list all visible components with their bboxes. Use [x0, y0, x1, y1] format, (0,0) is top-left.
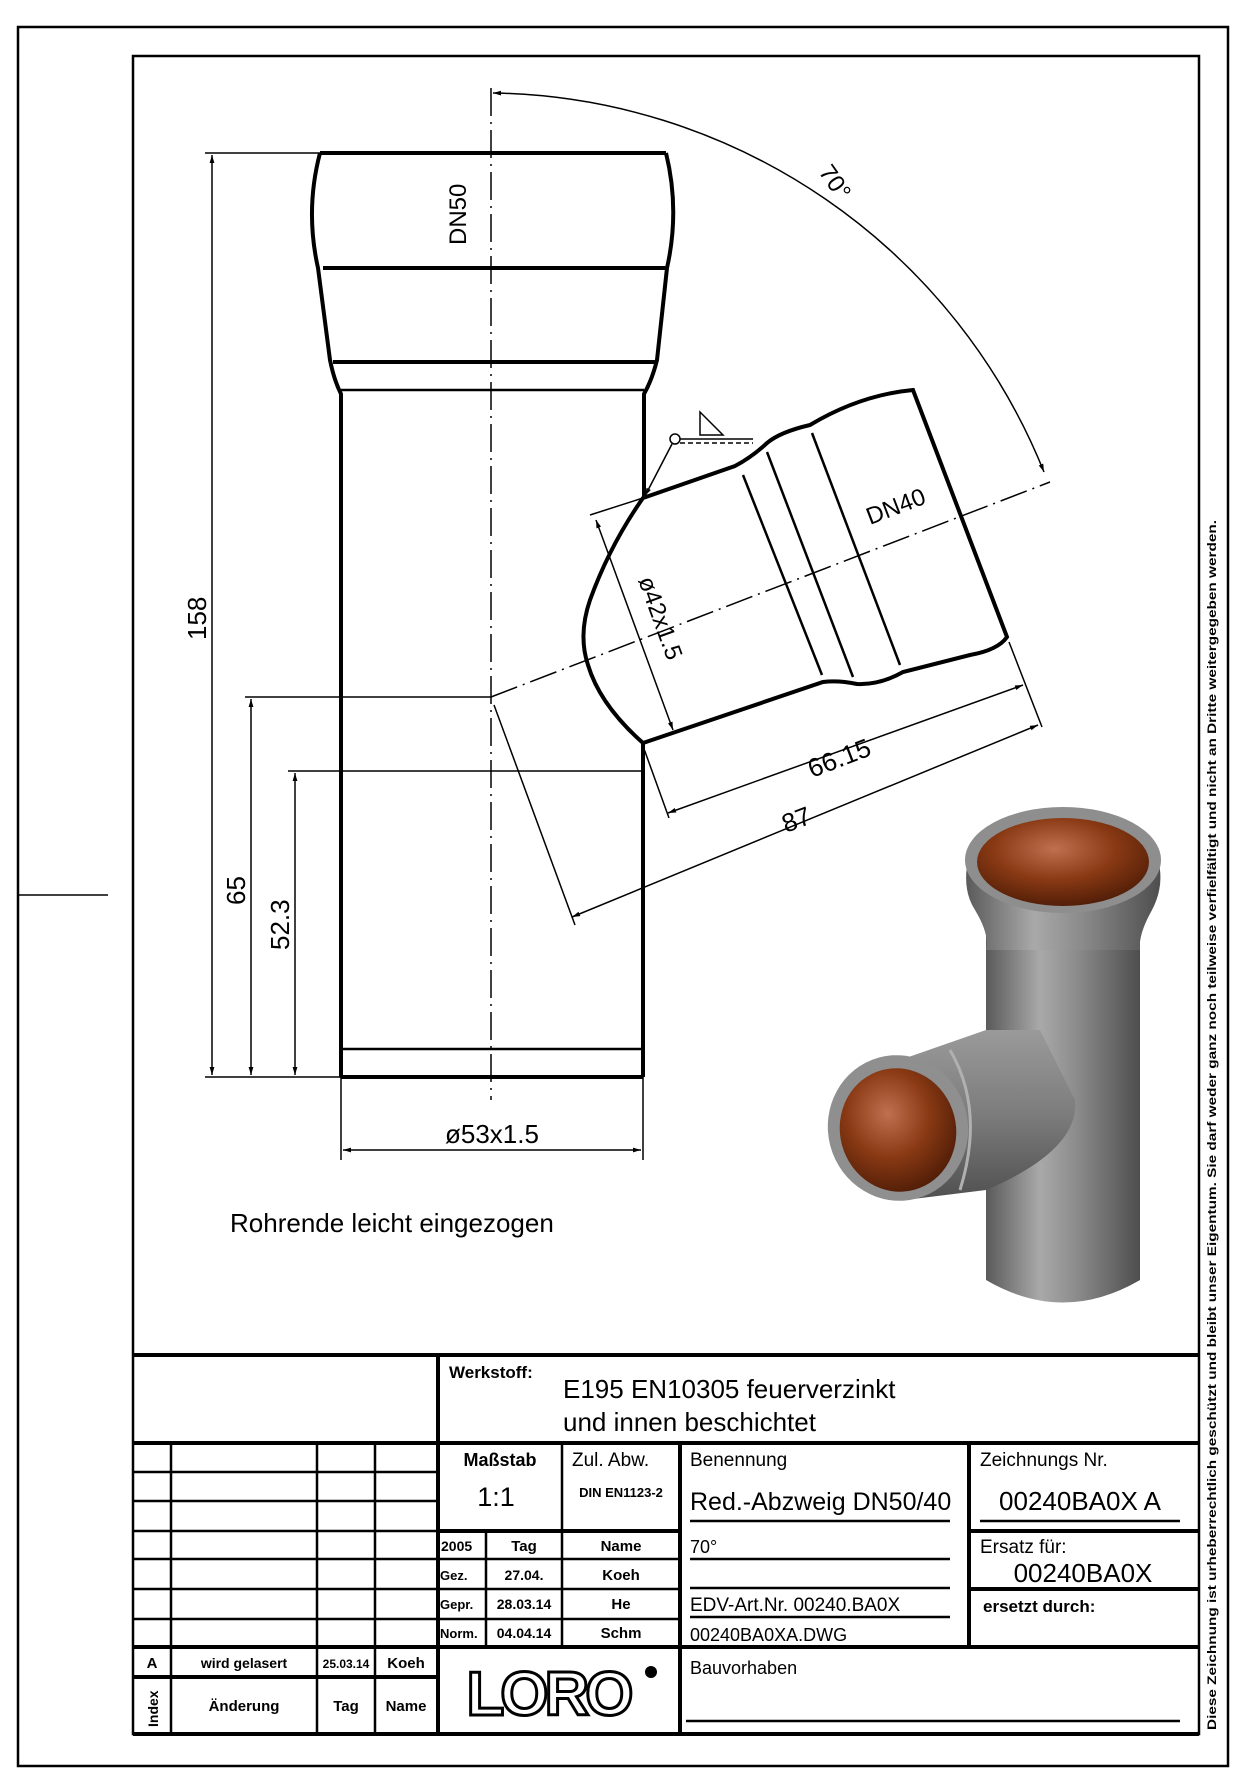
weld-symbol	[644, 410, 753, 497]
material-line-1: E195 EN10305 feuerverzinkt	[563, 1374, 896, 1404]
dim-branch-diameter: ø42x1.5	[632, 573, 687, 664]
material-line-2: und innen beschichtet	[563, 1407, 817, 1437]
approval-header-date: Tag	[511, 1538, 537, 1555]
fitting-3d-render	[827, 807, 1161, 1303]
revision-table: A wird gelasert 25.03.14 Koeh Index Ände…	[145, 1655, 426, 1727]
drawing-number-label: Zeichnungs Nr.	[980, 1450, 1108, 1471]
revision-name: Koeh	[387, 1655, 425, 1672]
dim-66-15: 66.15	[803, 732, 875, 783]
copyright-notice: Diese Zeichnung ist urheberrechtlich ges…	[1205, 520, 1219, 1730]
branch-pipe	[490, 387, 1051, 746]
approval-name: Schm	[601, 1625, 642, 1642]
approval-date: 28.03.14	[497, 1596, 552, 1612]
material-label: Werkstoff:	[449, 1363, 533, 1382]
revision-header-name: Name	[386, 1698, 427, 1715]
approval-role: Gez.	[440, 1568, 467, 1583]
revision-date: 25.03.14	[323, 1657, 370, 1671]
label-angle: 70°	[813, 160, 856, 205]
approval-header-name: Name	[601, 1538, 642, 1555]
designation-value: Red.-Abzweig DN50/40	[690, 1488, 951, 1516]
dimensions	[205, 90, 1045, 1160]
replaces-value: 00240BA0X	[1014, 1558, 1153, 1588]
main-pipe	[309, 88, 676, 1100]
replaces-label: Ersatz für:	[980, 1537, 1067, 1558]
approval-role: Norm.	[440, 1626, 478, 1641]
approval-date: 27.04.	[505, 1567, 544, 1583]
scale-value: 1:1	[477, 1482, 515, 1512]
designation-label: Benennung	[690, 1450, 787, 1471]
tolerance-value: DIN EN1123-2	[579, 1485, 663, 1500]
revision-header-change: Änderung	[209, 1698, 280, 1715]
outer-frame	[16, 25, 1230, 1768]
loro-logo: LORO	[465, 1659, 657, 1731]
registered-mark-icon	[645, 1666, 657, 1678]
edv-number: EDV-Art.Nr. 00240.BA0X	[690, 1595, 900, 1616]
revision-change: wird gelasert	[200, 1655, 288, 1671]
approval-year: 2005	[441, 1538, 472, 1554]
approval-role: Gepr.	[440, 1597, 473, 1612]
loro-logo-text: LORO	[466, 1660, 631, 1729]
dim-65: 65	[221, 876, 251, 905]
replaced-by-label: ersetzt durch:	[983, 1597, 1095, 1616]
approval-table: 2005 Tag Name Gez. 27.04. Koeh Gepr. 28.…	[440, 1538, 641, 1642]
dim-87: 87	[777, 800, 815, 838]
dim-main-diameter: ø53x1.5	[445, 1119, 539, 1149]
label-dn50: DN50	[445, 184, 472, 245]
revision-header-index: Index	[145, 1690, 161, 1727]
dim-52-3: 52.3	[265, 899, 295, 950]
tolerance-label: Zul. Abw.	[572, 1450, 649, 1471]
designation-angle: 70°	[690, 1537, 717, 1557]
project-label: Bauvorhaben	[690, 1658, 797, 1678]
note-pipe-end: Rohrende leicht eingezogen	[230, 1208, 554, 1238]
title-block	[133, 1353, 1199, 1736]
drawing-number-value: 00240BA0X A	[999, 1486, 1162, 1516]
approval-name: Koeh	[602, 1567, 640, 1584]
dim-158: 158	[182, 597, 212, 640]
revision-header-date: Tag	[333, 1698, 359, 1715]
approval-date: 04.04.14	[497, 1625, 552, 1641]
scale-label: Maßstab	[463, 1450, 536, 1470]
approval-name: He	[611, 1596, 630, 1613]
file-name: 00240BA0XA.DWG	[690, 1625, 847, 1645]
label-dn40: DN40	[862, 483, 929, 530]
revision-index: A	[147, 1655, 158, 1672]
